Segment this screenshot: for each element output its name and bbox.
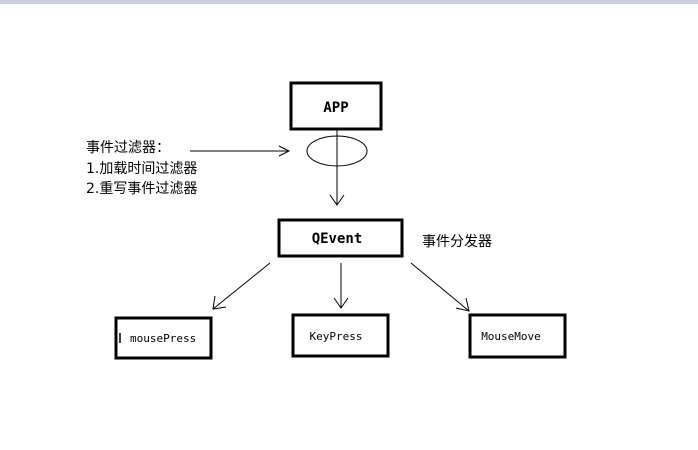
window-top-strip [0, 0, 698, 4]
qevent-label: QEvent [312, 231, 363, 247]
mousemove-label: MouseMove [481, 330, 541, 343]
app-to-qevent-arrow [329, 129, 345, 206]
qevent-to-mousemove-line [410, 262, 470, 312]
qevent-to-mousemove-arrowhead [455, 297, 470, 312]
qevent-to-mousepress-line [212, 262, 271, 310]
mousemove-box [468, 313, 567, 359]
filter-pointer-arrow [190, 145, 291, 157]
mousepress-label: mousePress [130, 332, 196, 345]
app-label: APP [323, 100, 348, 116]
filter-title: 事件过滤器： [86, 140, 170, 156]
qevent-to-keypress-arrowhead [333, 297, 349, 309]
filter-item-1: 1.加载时间过滤器 [86, 161, 197, 177]
app-box [289, 81, 383, 131]
qevent-to-keypress-arrow [333, 263, 349, 309]
app-to-qevent-arrowhead [329, 194, 345, 206]
filter-pointer-arrowhead [278, 145, 291, 157]
mousepress-node: mousePress [114, 316, 213, 360]
keypress-box [291, 313, 390, 358]
mousemove-node: MouseMove [468, 313, 567, 359]
app-node: APP [289, 81, 383, 131]
filter-item-2: 2.重写事件过滤器 [86, 181, 197, 197]
dispatcher-label: 事件分发器 [422, 234, 492, 250]
keypress-node: KeyPress [291, 313, 390, 358]
qevent-to-mousepress-arrowhead [212, 295, 227, 310]
qevent-node: QEvent [277, 218, 404, 258]
qevent-to-mousepress-arrow [212, 262, 271, 310]
qevent-box [277, 218, 404, 258]
qevent-to-mousemove-arrow [410, 262, 470, 312]
mousepress-box [114, 316, 213, 360]
keypress-label: KeyPress [310, 330, 363, 343]
